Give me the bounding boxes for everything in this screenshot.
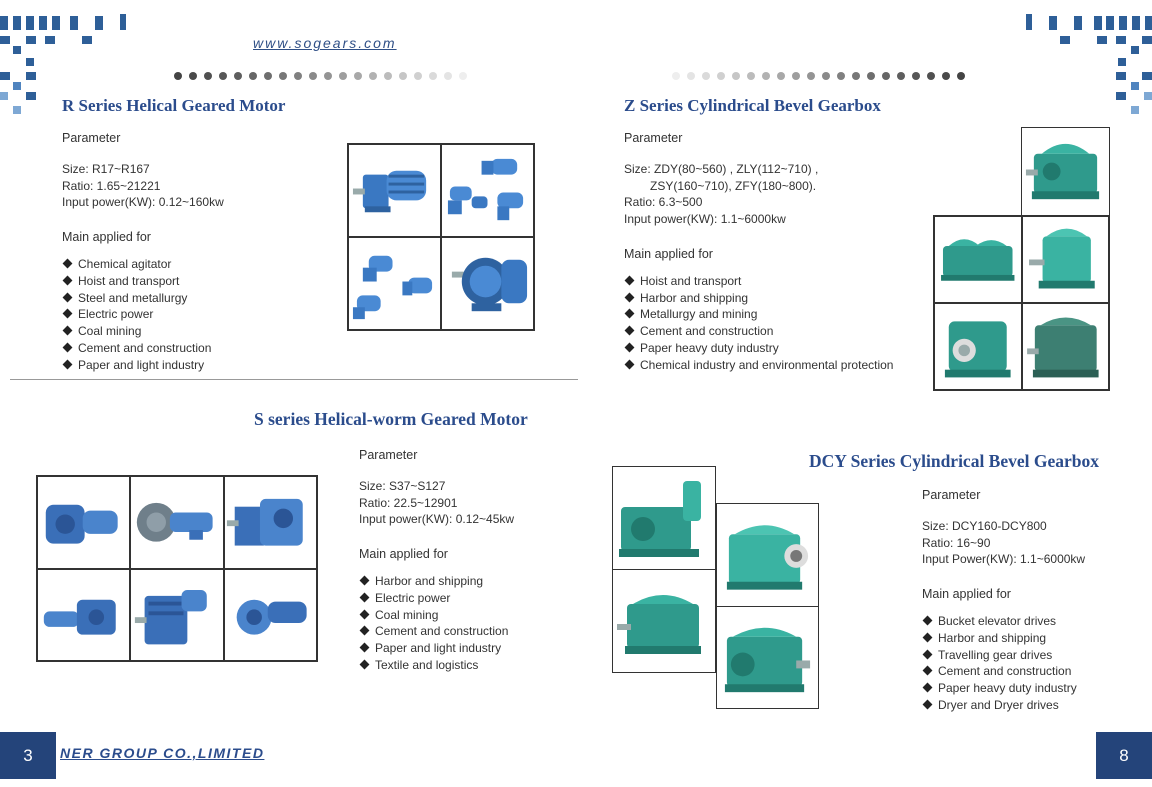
dcy-app-item: Travelling gear drives [922, 647, 1085, 664]
section-divider [10, 379, 578, 380]
z-series-image-grid [933, 215, 1110, 391]
dot-rule-right [672, 72, 965, 80]
dcy-image-frame-2 [716, 503, 819, 607]
z-param-ratio: Ratio: 6.3~500 [624, 195, 703, 210]
s-applied-heading: Main applied for [359, 547, 448, 562]
s-series-image-grid [36, 475, 318, 662]
z-param-power: Input power(KW): 1.1~6000kw [624, 212, 786, 227]
r-app-item: Hoist and transport [62, 273, 224, 290]
r-param-ratio: Ratio: 1.65~21221 [62, 178, 161, 193]
r-series-image-grid [347, 143, 535, 331]
r-app-item: Steel and metallurgy [62, 290, 224, 307]
z-app-item: Harbor and shipping [624, 290, 893, 307]
dcy-image-frame-4 [716, 606, 819, 709]
z-gearbox-tall-image [1021, 216, 1109, 303]
z-top-image-frame [1021, 127, 1110, 216]
z-app-item: Chemical industry and environmental prot… [624, 357, 893, 374]
s-app-item: Electric power [359, 590, 514, 607]
s-app-item: Harbor and shipping [359, 573, 514, 590]
r-series-title: R Series Helical Geared Motor [62, 96, 286, 115]
dcy-gearbox-low-image [613, 570, 715, 672]
z-param-size: Size: ZDY(80~560) , ZLY(112~710) , [624, 161, 819, 176]
r-param-heading: Parameter [62, 131, 121, 145]
s-motor-image-2 [130, 476, 224, 569]
dcy-app-item: Paper heavy duty industry [922, 680, 1085, 697]
r-param-size: Size: R17~R167 [62, 161, 150, 176]
s-param-power: Input power(KW): 0.12~45kw [359, 512, 515, 527]
r-series-specs: Parameter Size: R17~R167 Ratio: 1.65~212… [62, 130, 224, 374]
dcy-applied-heading: Main applied for [922, 587, 1011, 602]
s-motor-image-1 [37, 476, 131, 569]
r-motor-image [348, 144, 441, 237]
dcy-app-item: Bucket elevator drives [922, 613, 1085, 630]
z-app-item: Hoist and transport [624, 273, 893, 290]
left-page-number: 3 [0, 732, 56, 779]
z-gearbox-large-image [1021, 303, 1109, 390]
dcy-param-heading: Parameter [922, 488, 981, 502]
s-app-item: Coal mining [359, 607, 514, 624]
dcy-image-frame-1 [612, 466, 716, 570]
dcy-app-item: Dryer and Dryer drives [922, 697, 1085, 714]
s-motor-image-3 [223, 476, 317, 569]
dcy-param-ratio: Ratio: 16~90 [922, 535, 991, 550]
right-page-number: 8 [1096, 732, 1152, 779]
website-url[interactable]: www.sogears.com [253, 35, 397, 51]
s-series-specs: Parameter Size: S37~S127 Ratio: 22.5~129… [359, 447, 514, 674]
s-motor-image-6 [223, 568, 317, 661]
s-app-item: Cement and construction [359, 623, 514, 640]
dot-rule-left [174, 72, 467, 80]
dcy-image-frame-3 [612, 569, 716, 673]
s-app-item: Textile and logistics [359, 657, 514, 674]
z-applied-heading: Main applied for [624, 246, 713, 261]
dcy-gearbox-open-image [717, 504, 818, 606]
z-gearbox-long-image [934, 216, 1022, 303]
z-app-item: Metallurgy and mining [624, 306, 893, 323]
r-app-item: Coal mining [62, 323, 224, 340]
r-app-item: Electric power [62, 306, 224, 323]
dcy-gearbox-shaft-image [717, 607, 818, 708]
r-app-item: Chemical agitator [62, 256, 224, 273]
dcy-series-specs: Parameter Size: DCY160-DCY800 Ratio: 16~… [922, 487, 1085, 714]
z-series-title: Z Series Cylindrical Bevel Gearbox [624, 96, 881, 115]
s-motor-image-4 [37, 568, 131, 661]
r-applied-heading: Main applied for [62, 230, 151, 245]
s-param-size: Size: S37~S127 [359, 478, 446, 493]
z-param-size-cont: ZSY(160~710), ZFY(180~800). [650, 178, 817, 193]
z-gearbox-round-image [934, 303, 1022, 390]
z-app-item: Cement and construction [624, 323, 893, 340]
r-param-power: Input power(KW): 0.12~160kw [62, 195, 224, 210]
z-gearbox-image [1022, 128, 1109, 215]
r-app-item: Paper and light industry [62, 357, 224, 374]
dcy-series-title: DCY Series Cylindrical Bevel Gearbox [809, 451, 1100, 471]
company-name: NER GROUP CO.,LIMITED [60, 745, 265, 761]
z-app-item: Paper heavy duty industry [624, 340, 893, 357]
r-motor-flange-image [441, 237, 534, 330]
dcy-gearbox-motor-image [613, 467, 715, 569]
z-series-specs: Parameter Size: ZDY(80~560) , ZLY(112~71… [624, 130, 893, 374]
dcy-app-item: Cement and construction [922, 663, 1085, 680]
s-param-heading: Parameter [359, 448, 418, 462]
r-app-item: Cement and construction [62, 340, 224, 357]
s-motor-image-5 [130, 568, 224, 661]
s-series-title: S series Helical-worm Geared Motor [254, 409, 528, 429]
dcy-param-power: Input Power(KW): 1.1~6000kw [922, 552, 1086, 567]
s-param-ratio: Ratio: 22.5~12901 [359, 495, 458, 510]
r-motor-small-image [348, 237, 441, 330]
r-motor-group-image [441, 144, 534, 237]
s-app-item: Paper and light industry [359, 640, 514, 657]
dcy-app-item: Harbor and shipping [922, 630, 1085, 647]
dcy-param-size: Size: DCY160-DCY800 [922, 518, 1047, 533]
z-param-heading: Parameter [624, 131, 683, 145]
